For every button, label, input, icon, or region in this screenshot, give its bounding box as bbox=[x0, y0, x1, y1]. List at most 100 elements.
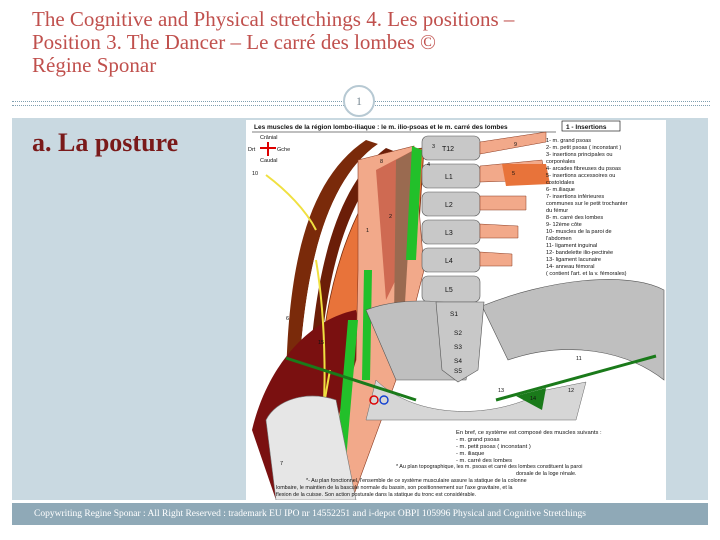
label-s1: S1 bbox=[450, 311, 458, 318]
summary-text: En bref, ce système est composé des musc… bbox=[276, 430, 602, 498]
label-s4: S4 bbox=[454, 358, 462, 365]
legend-12: 8- m. carré des lombes bbox=[546, 215, 603, 221]
legend-8: 6- m.iliaque bbox=[546, 187, 575, 193]
legend-3: 3- insertions principales ou bbox=[546, 152, 613, 158]
legend-5: 4- arcades fibreuses du psoas bbox=[546, 166, 621, 172]
orientation-cross: Crânial Drt Gche Caudal bbox=[248, 135, 290, 164]
tendon-lateral bbox=[336, 320, 358, 460]
nerve-1 bbox=[265, 174, 317, 231]
summary-7: dorsale de la loge rénale. bbox=[516, 471, 577, 477]
section-heading: a. La posture bbox=[32, 128, 179, 157]
summary-4: - m. iliaque bbox=[456, 451, 484, 457]
process-l4 bbox=[479, 251, 513, 267]
tendon-vertebral bbox=[406, 146, 422, 260]
orient-left: Drt bbox=[248, 147, 256, 153]
marker-1: 1 bbox=[366, 228, 369, 234]
marker-10: 10 bbox=[252, 171, 258, 177]
legend-16: 11- ligament inguinal bbox=[546, 243, 597, 249]
copyright-footer: Copywriting Regine Sponar : All Right Re… bbox=[12, 503, 708, 525]
legend-title: 1 - Insertions bbox=[566, 124, 607, 131]
legend-18: 13- ligament lacunaire bbox=[546, 257, 601, 263]
summary-10: flexion de la cuisse. Son action postura… bbox=[276, 492, 476, 498]
marker-5: 5 bbox=[512, 171, 515, 177]
marker-11: 11 bbox=[576, 356, 582, 362]
pubic-arch bbox=[365, 379, 587, 421]
process-t12 bbox=[479, 131, 547, 155]
quadratus-right bbox=[502, 164, 550, 186]
label-l4: L4 bbox=[445, 258, 453, 265]
marker-14: 14 bbox=[530, 396, 536, 402]
label-l1: L1 bbox=[445, 174, 453, 181]
inguinal-ligament bbox=[285, 354, 657, 410]
summary-2: - m. grand psoas bbox=[456, 437, 500, 443]
ilium-right bbox=[481, 279, 665, 381]
orient-right: Gche bbox=[277, 147, 290, 153]
marker-13: 13 bbox=[498, 388, 504, 394]
summary-8: *- Au plan fonctionnel, l'ensemble de ce… bbox=[306, 478, 527, 484]
marker-3: 3 bbox=[432, 144, 435, 150]
ligament-left bbox=[285, 356, 417, 402]
marker-6: 6 bbox=[286, 316, 289, 322]
label-s5: S5 bbox=[454, 368, 462, 375]
marker-12: 12 bbox=[568, 388, 574, 394]
ligament-right bbox=[495, 354, 657, 402]
legend-1: 1- m. grand psoas bbox=[546, 138, 591, 144]
anatomy-illustration: Les muscles de la région lombo-iliaque :… bbox=[248, 120, 665, 500]
number-markers: 1 2 3 4 5 6 7 8 9 10 11 12 13 14 15 bbox=[252, 142, 582, 467]
slide-number-badge: 1 bbox=[343, 85, 375, 117]
summary-1: En bref, ce système est composé des musc… bbox=[456, 430, 602, 436]
transverse-processes bbox=[479, 131, 547, 267]
process-l3 bbox=[479, 223, 519, 239]
femoral-artery bbox=[369, 395, 379, 405]
label-l2: L2 bbox=[445, 202, 453, 209]
marker-4: 4 bbox=[427, 162, 430, 168]
orient-top: Crânial bbox=[260, 135, 277, 141]
legend-14: 10- muscles de la paroi de bbox=[546, 229, 612, 235]
pelvis: S1 S2 S3 S4 S5 bbox=[365, 279, 665, 421]
summary-3: - m. petit psoas ( inconstant ) bbox=[456, 444, 531, 450]
legend-17: 12- bandelette ilio-pectinée bbox=[546, 250, 613, 256]
legend-4: corporéales bbox=[546, 159, 575, 165]
marker-7: 7 bbox=[280, 461, 283, 467]
marker-8: 8 bbox=[380, 159, 383, 165]
psoas-tendon-strip bbox=[394, 150, 414, 320]
tendon-insertions bbox=[336, 146, 422, 460]
femoral-vein bbox=[379, 395, 389, 405]
title-line-2: Position 3. The Dancer – Le carré des lo… bbox=[32, 30, 436, 54]
marker-2: 2 bbox=[389, 214, 392, 220]
legend-19: 14- anneau fémoral bbox=[546, 264, 595, 270]
process-l2 bbox=[479, 195, 527, 211]
legend-7: costoïdales bbox=[546, 180, 574, 186]
orient-bottom: Caudal bbox=[260, 158, 277, 164]
sacrum bbox=[435, 301, 485, 383]
label-s3: S3 bbox=[454, 344, 462, 351]
legend-6: 5- insertions accessoires ou bbox=[546, 173, 615, 179]
figure-header: Les muscles de la région lombo-iliaque :… bbox=[254, 124, 508, 131]
legend-10: communes sur le petit trochanter bbox=[546, 201, 628, 207]
title-line-1: The Cognitive and Physical stretchings 4… bbox=[32, 7, 515, 31]
legend-9: 7- insertions inférieures bbox=[546, 194, 604, 200]
lacunar-ligament bbox=[516, 388, 546, 410]
femur bbox=[265, 395, 357, 500]
legend-13: 9- 12ème côte bbox=[546, 222, 582, 228]
summary-5: - m. carré des lombes bbox=[456, 458, 512, 464]
legend-20: ( contient l'art. et la v. fémorales) bbox=[546, 271, 627, 277]
legend-11: du fémur bbox=[546, 208, 568, 214]
marker-9: 9 bbox=[514, 142, 517, 148]
legend-2: 2- m. petit psoas ( inconstant ) bbox=[546, 145, 621, 151]
tendon-medial bbox=[362, 270, 372, 380]
summary-9: lombaire, le maintien de la bascule norm… bbox=[276, 485, 513, 491]
anatomy-figure: Les muscles de la région lombo-iliaque :… bbox=[246, 120, 666, 500]
label-t12: T12 bbox=[442, 146, 454, 153]
insertions-legend: 1 - Insertions 1- m. grand psoas 2- m. p… bbox=[546, 120, 628, 277]
legend-15: l'abdomen bbox=[546, 236, 572, 242]
title-line-3: Régine Sponar bbox=[32, 53, 157, 77]
title-area bbox=[0, 0, 720, 100]
vertebral-column: T12 L1 L2 L3 L4 L5 bbox=[421, 135, 481, 303]
slide-title: The Cognitive and Physical stretchings 4… bbox=[32, 8, 702, 77]
summary-6: * Au plan topographique, les m. psoas et… bbox=[396, 464, 582, 470]
label-l3: L3 bbox=[445, 230, 453, 237]
label-l5: L5 bbox=[445, 287, 453, 294]
label-s2: S2 bbox=[454, 330, 462, 337]
marker-15: 15 bbox=[318, 340, 324, 346]
